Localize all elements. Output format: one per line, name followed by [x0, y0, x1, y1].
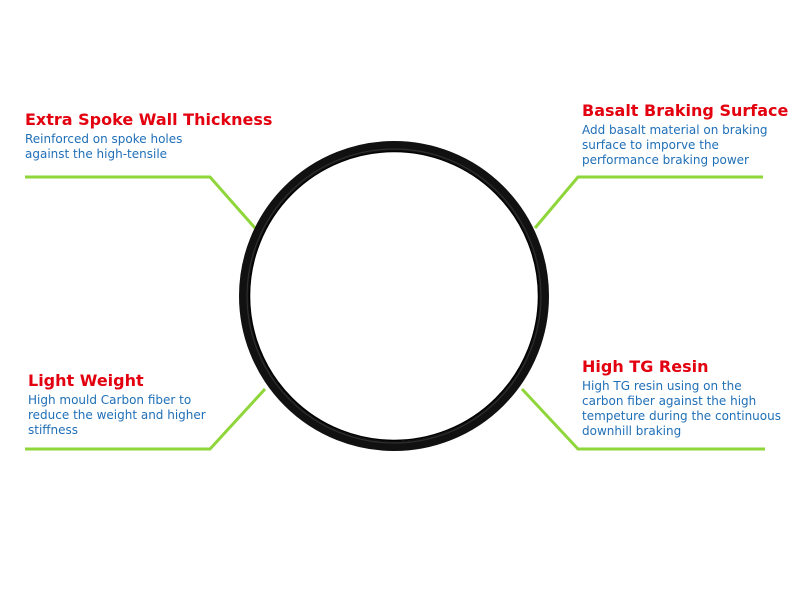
callout-title: Light Weight	[28, 371, 144, 390]
callout-description-line: Reinforced on spoke holes	[25, 132, 183, 146]
rim-inner-edge	[248, 150, 540, 442]
callout-description-line: High TG resin using on the	[582, 379, 742, 393]
callout-high-tg-resin: High TG Resin High TG resin using on the…	[582, 357, 781, 439]
rim-outer-edge	[239, 141, 549, 451]
bicycle-rim	[239, 141, 549, 451]
callout-light-weight: Light Weight High mould Carbon fiber to …	[28, 371, 206, 438]
callout-description-line: surface to imporve the	[582, 138, 719, 152]
callout-description: High TG resin using on the carbon fiber …	[582, 379, 781, 439]
leader-line-bottom-left	[25, 387, 267, 451]
callout-extra-spoke-wall-thickness: Extra Spoke Wall Thickness Reinforced on…	[25, 110, 272, 162]
rim-inner-highlight	[246, 148, 542, 444]
callout-basalt-braking-surface: Basalt Braking Surface Add basalt materi…	[582, 101, 788, 168]
callout-description-line: performance braking power	[582, 153, 749, 167]
callout-description-line: High mould Carbon fiber to	[28, 393, 192, 407]
callout-description-line: Add basalt material on braking	[582, 123, 768, 137]
callout-description-line: reduce the weight and higher	[28, 408, 206, 422]
callout-title: High TG Resin	[582, 357, 709, 376]
leader-line-top-right	[533, 175, 763, 229]
callout-description: Reinforced on spoke holes against the hi…	[25, 132, 272, 162]
leader-line-top-left	[25, 175, 257, 229]
callout-description-line: carbon fiber against the high	[582, 394, 757, 408]
callout-description-line: stiffness	[28, 423, 79, 437]
callout-title: Extra Spoke Wall Thickness	[25, 110, 273, 129]
callout-description-line: downhill braking	[582, 424, 682, 438]
callout-description-line: against the high-tensile	[25, 147, 168, 161]
callout-description-line: tempeture during the continuous	[582, 409, 781, 423]
leader-line-bottom-right	[520, 387, 765, 451]
callout-description: Add basalt material on braking surface t…	[582, 123, 788, 168]
callout-title: Basalt Braking Surface	[582, 101, 789, 120]
callout-description: High mould Carbon fiber to reduce the we…	[28, 393, 206, 438]
